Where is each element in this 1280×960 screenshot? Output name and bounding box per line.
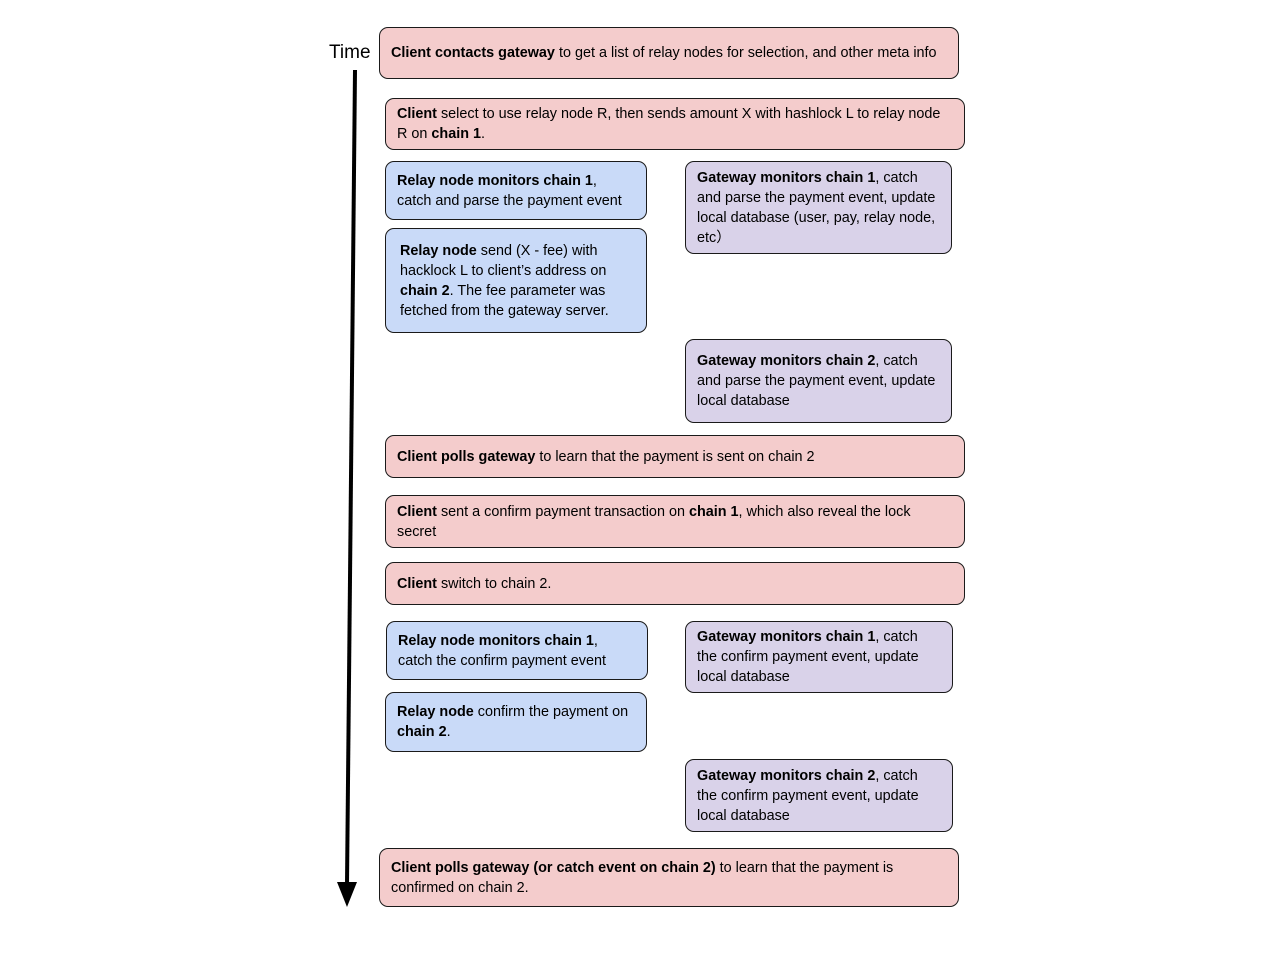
step-text: , which also reveal the lock secret bbox=[397, 503, 911, 540]
step-bold-text: Client polls gateway bbox=[397, 448, 536, 465]
step-bold-text: Gateway monitors chain 2 bbox=[697, 353, 876, 369]
step-bold-text: Client contacts gateway bbox=[391, 45, 555, 61]
step-text: , catch the confirm payment event, updat… bbox=[697, 767, 919, 824]
step-bold-text: chain 2 bbox=[397, 724, 447, 740]
step-relay-confirms-chain2: Relay node confirm the payment on chain … bbox=[385, 692, 647, 752]
step-bold-text: Relay node monitors chain 1 bbox=[398, 632, 594, 649]
step-text: , catch the confirm payment event bbox=[398, 632, 606, 669]
step-bold-text: chain 2 bbox=[400, 282, 450, 299]
step-bold-text: Relay node bbox=[400, 242, 477, 259]
time-label: Time bbox=[329, 42, 371, 63]
step-gateway-monitors-confirm-chain2: Gateway monitors chain 2, catch the conf… bbox=[685, 759, 953, 832]
step-text: confirm the payment on bbox=[473, 704, 629, 720]
step-bold-text: Gateway monitors chain 2 bbox=[697, 767, 876, 784]
step-client-polls-gateway: Client polls gateway to learn that the p… bbox=[385, 435, 965, 478]
step-bold-text: Gateway monitors chain 1 bbox=[697, 170, 876, 186]
step-text: . bbox=[446, 724, 451, 740]
step-text: switch to chain 2. bbox=[436, 575, 552, 592]
step-gateway-monitors-chain1: Gateway monitors chain 1, catch and pars… bbox=[685, 161, 952, 254]
step-client-sends-to-relay: Client select to use relay node R, then … bbox=[385, 98, 965, 150]
step-bold-text: chain 1 bbox=[431, 126, 481, 142]
step-bold-text: Client bbox=[397, 106, 437, 122]
step-bold-text: Gateway monitors chain 1 bbox=[697, 629, 876, 645]
step-text: , catch and parse the payment event bbox=[397, 172, 622, 209]
step-text: . bbox=[481, 126, 485, 142]
step-text: , catch and parse the payment event, upd… bbox=[697, 170, 936, 246]
step-client-confirms-payment: Client sent a confirm payment transactio… bbox=[385, 495, 965, 548]
step-relay-monitors-confirm: Relay node monitors chain 1, catch the c… bbox=[386, 621, 648, 680]
step-text: to get a list of relay nodes for selecti… bbox=[554, 45, 937, 61]
step-bold-text: Relay node bbox=[397, 704, 474, 720]
step-client-contacts-gateway: Client contacts gateway to get a list of… bbox=[379, 27, 959, 79]
step-client-polls-confirmation: Client polls gateway (or catch event on … bbox=[379, 848, 959, 907]
step-client-switches-chain: Client switch to chain 2. bbox=[385, 562, 965, 605]
time-arrow-line bbox=[345, 69, 357, 885]
step-relay-monitors-chain1: Relay node monitors chain 1, catch and p… bbox=[385, 161, 647, 220]
step-bold-text: Client bbox=[397, 575, 437, 592]
step-text: , catch the confirm payment event, updat… bbox=[697, 629, 919, 685]
step-bold-text: chain 1 bbox=[688, 503, 739, 520]
time-arrow-head bbox=[337, 882, 357, 907]
step-gateway-monitors-confirm-chain1: Gateway monitors chain 1, catch the conf… bbox=[685, 621, 953, 693]
step-text: . The fee parameter was fetched from the… bbox=[400, 282, 609, 319]
step-gateway-monitors-chain2: Gateway monitors chain 2, catch and pars… bbox=[685, 339, 952, 423]
step-text: select to use relay node R, then sends a… bbox=[397, 106, 941, 142]
step-text: to learn that the payment is confirmed o… bbox=[391, 859, 894, 896]
step-text: sent a confirm payment transaction on bbox=[436, 503, 689, 520]
step-relay-sends-on-chain2: Relay node send (X - fee) with hacklock … bbox=[385, 228, 647, 333]
step-bold-text: Relay node monitors chain 1 bbox=[397, 172, 593, 189]
step-text: , catch and parse the payment event, upd… bbox=[697, 353, 936, 409]
step-text: to learn that the payment is sent on cha… bbox=[535, 448, 815, 465]
step-bold-text: Client bbox=[397, 503, 437, 520]
step-text: send (X - fee) with hacklock L to client… bbox=[400, 242, 607, 279]
step-bold-text: Client polls gateway (or catch event on … bbox=[391, 859, 716, 876]
